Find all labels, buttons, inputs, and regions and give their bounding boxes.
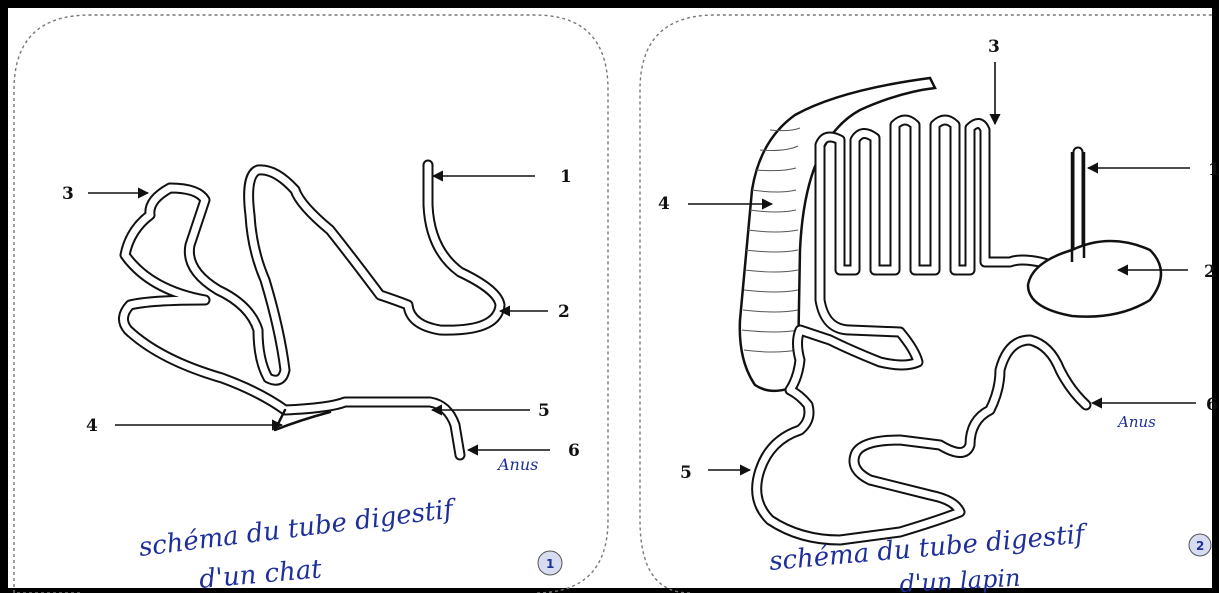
cat-label-2: 2 [558,302,570,322]
rabbit-label-1: 1 [1208,160,1219,180]
svg-text:2: 2 [1196,539,1204,553]
rabbit-label-4: 4 [658,194,670,214]
cat-label-1: 1 [560,167,572,187]
cat-label-5: 5 [538,401,550,421]
rabbit-anus-label: Anus [1116,413,1156,431]
rabbit-label-2: 2 [1204,262,1216,282]
rabbit-label-6: 6 [1206,395,1218,415]
rabbit-badge: 2 [1189,534,1211,556]
cat-label-6: 6 [568,441,580,461]
svg-text:1: 1 [546,557,554,571]
cat-anus-label: Anus [496,455,538,474]
cat-label-4: 4 [86,416,98,436]
rabbit-label-3: 3 [988,37,1000,57]
cat-badge: 1 [538,551,562,575]
rabbit-label-5: 5 [680,463,692,483]
rabbit-caption-line2: d'un lapin [899,564,1021,593]
cat-label-3: 3 [62,184,74,204]
